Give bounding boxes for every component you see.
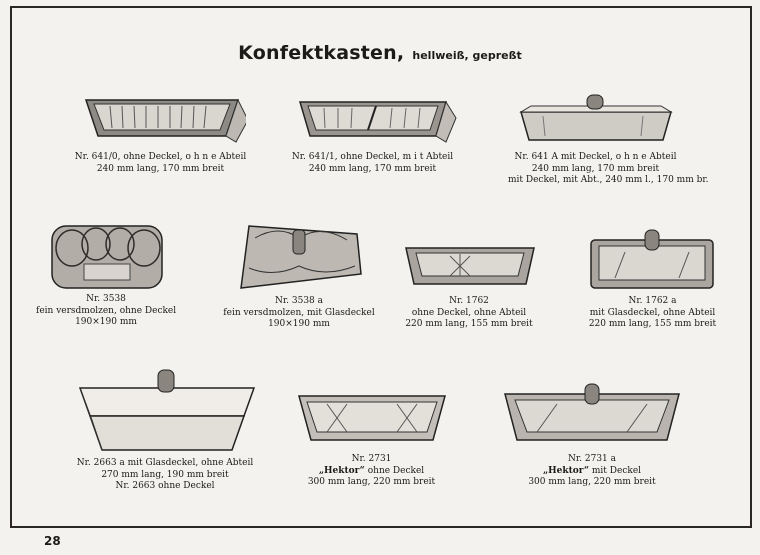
box-1762-illustration	[405, 247, 535, 285]
caption-line: Nr. 1762	[449, 296, 489, 306]
item-3538: Nr. 3538 fein versdmolzen, ohne Deckel 1…	[36, 220, 176, 329]
caption-line: Nr. 2663 ohne Deckel	[115, 481, 215, 491]
caption-line: fein versdmolzen, mit Glasdeckel	[223, 307, 375, 318]
box-641-a-illustration	[519, 94, 673, 141]
item-641-0: Nr. 641/0, ohne Deckel, o h n e Abteil 2…	[68, 90, 253, 175]
box-2663-a-illustration	[78, 369, 256, 451]
item-2731-a: Nr. 2731 a „Hektor“ mit Deckel 300 mm la…	[492, 378, 692, 489]
box-1762-a-illustration	[590, 229, 714, 289]
item-641-a: Nr. 641 A mit Deckel, o h n e Abteil 240…	[508, 90, 709, 187]
item-3538-a: Nr. 3538 a fein versdmolzen, mit Glasdec…	[214, 218, 384, 331]
caption-line: Nr. 641 A mit Deckel, o h n e Abteil	[514, 152, 677, 162]
box-2731-a-illustration	[504, 383, 680, 441]
caption-line: mit Deckel	[589, 465, 642, 476]
caption-line: 300 mm lang, 220 mm breit	[307, 477, 436, 487]
caption-line: Nr. 2731 a	[567, 454, 617, 464]
caption-line: fein versdmolzen, ohne Deckel	[36, 305, 177, 316]
caption-line: Nr. 1762 a	[628, 296, 677, 306]
page-frame	[10, 6, 752, 528]
caption-line: 190×190 mm	[75, 317, 137, 327]
item-2663-a: Nr. 2663 a mit Glasdeckel, ohne Abteil 2…	[70, 368, 260, 493]
caption-line: 220 mm lang, 155 mm breit	[588, 319, 717, 329]
caption-line: ohne Deckel, ohne Abteil	[411, 307, 527, 318]
title-sub: hellweiß, gepreßt	[412, 49, 522, 62]
page-title: Konfektkasten, hellweiß, gepreßt	[0, 42, 760, 64]
caption-line: 300 mm lang, 220 mm breit	[528, 477, 656, 487]
caption-line: Nr. 3538	[86, 294, 126, 304]
caption-line: 220 mm lang, 155 mm breit	[405, 319, 533, 329]
caption-line: ohne Deckel	[364, 465, 425, 476]
caption-line: mit Deckel, mit Abt., 240 mm l., 170 mm …	[508, 175, 709, 185]
caption-line: Nr. 2663 a mit Glasdeckel, ohne Abteil	[76, 458, 254, 468]
item-1762: Nr. 1762 ohne Deckel, ohne Abteil 220 mm…	[394, 240, 544, 331]
caption-line: 240 mm lang, 170 mm breit	[96, 163, 225, 174]
item-2731: Nr. 2731 „Hektor“ ohne Deckel 300 mm lan…	[284, 388, 459, 489]
hektor-name: „Hektor“	[318, 465, 365, 476]
box-641-1-illustration	[298, 100, 457, 143]
box-641-0-illustration	[84, 98, 246, 143]
box-2731-illustration	[297, 395, 446, 441]
caption-line: 270 mm lang, 190 mm breit	[101, 469, 229, 480]
box-3538-a-illustration	[240, 225, 362, 289]
caption-line: mit Glasdeckel, ohne Abteil	[589, 307, 716, 318]
caption-line: Nr. 3538 a	[274, 296, 324, 306]
caption-line: 240 mm lang, 170 mm breit	[308, 163, 437, 174]
item-641-1: Nr. 641/1, ohne Deckel, m i t Abteil 240…	[280, 92, 465, 175]
box-3538-illustration	[50, 225, 163, 289]
item-1762-a: Nr. 1762 a mit Glasdeckel, ohne Abteil 2…	[580, 228, 725, 331]
caption-line: Nr. 641/0, ohne Deckel, o h n e Abteil	[74, 152, 247, 162]
hektor-name: „Hektor“	[542, 465, 590, 476]
caption-line: 190×190 mm	[268, 319, 330, 329]
page-number: 28	[44, 534, 61, 548]
caption-line: 240 mm lang, 170 mm breit	[531, 163, 660, 174]
title-main: Konfektkasten,	[238, 42, 405, 64]
caption-line: Nr. 2731	[351, 454, 392, 464]
caption-line: Nr. 641/1, ohne Deckel, m i t Abteil	[291, 152, 454, 162]
